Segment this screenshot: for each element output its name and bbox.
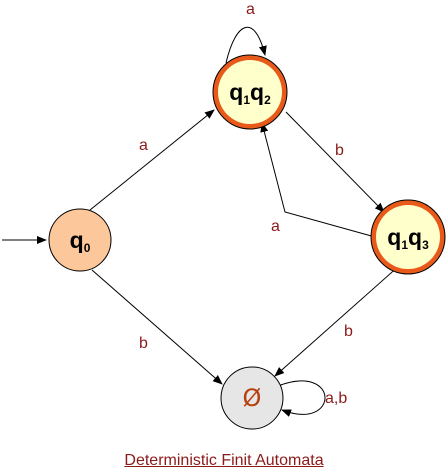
state-q0-base: q — [70, 227, 84, 253]
edge-label-q0-to-q1q2: a — [139, 137, 148, 154]
edge-label-q0-to-empty: b — [139, 335, 148, 352]
edge-label-q1q2-to-q1q3: b — [335, 142, 344, 159]
state-q1q3-sub1: 1 — [401, 238, 408, 252]
diagram-caption: Deterministic Finit Automata — [124, 452, 324, 469]
state-q1q3: q1q3 — [370, 199, 446, 275]
edge-label-q1q2-self: a — [246, 1, 255, 18]
svg-text:q1q3: q1q3 — [387, 224, 429, 252]
state-q0: q0 — [48, 208, 112, 272]
svg-text:q0: q0 — [70, 227, 91, 255]
edge-q1q2-self-loop — [225, 26, 267, 64]
svg-text:q1q2: q1q2 — [229, 79, 271, 107]
state-q1q2: q1q2 — [212, 54, 288, 130]
edge-q1q3-to-q1q2 — [260, 122, 376, 238]
edge-label-q1q3-to-empty: b — [344, 323, 353, 340]
state-q0-sub: 0 — [84, 241, 91, 255]
state-q1q2-base2: q — [250, 79, 264, 105]
state-q1q3-base2: q — [408, 224, 422, 250]
state-q1q2-sub2: 2 — [264, 93, 271, 107]
state-empty-symbol: Ø — [243, 384, 262, 412]
state-q1q2-sub1: 1 — [243, 93, 250, 107]
edge-label-empty-self: a,b — [325, 390, 347, 407]
state-empty: Ø — [220, 366, 284, 430]
state-q1q3-base1: q — [387, 224, 401, 250]
state-q1q3-sub2: 3 — [422, 238, 429, 252]
edge-q1q2-to-q1q3 — [285, 111, 385, 213]
edge-empty-self-loop — [277, 380, 326, 417]
edge-q0-to-q1q2 — [89, 109, 215, 211]
edge-q1q3-to-empty — [274, 264, 401, 377]
state-q1q2-base1: q — [229, 79, 243, 105]
edge-q0-to-empty — [91, 269, 223, 385]
edge-label-q1q3-to-q1q2: a — [271, 218, 280, 235]
